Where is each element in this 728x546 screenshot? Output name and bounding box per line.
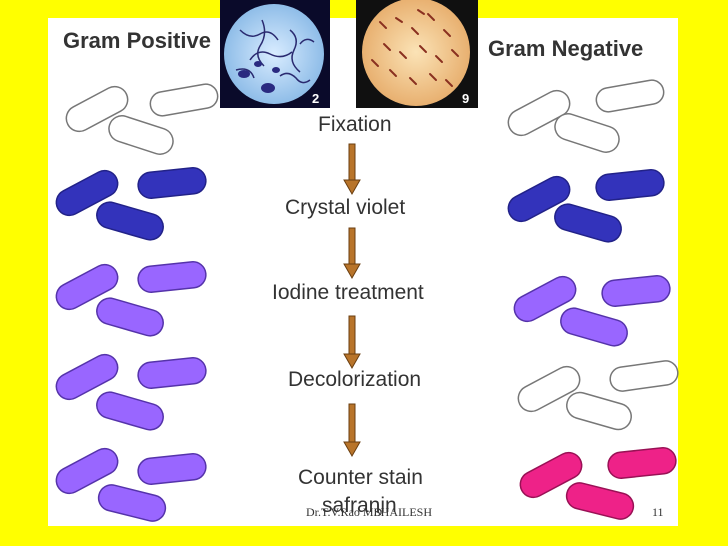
step-safranin: safranin xyxy=(322,494,397,517)
gram-negative-cell-unstained xyxy=(595,79,665,113)
gram-positive-cell-purple xyxy=(55,353,119,401)
down-arrow-icon xyxy=(343,227,361,280)
micrograph-number-2: 2 xyxy=(312,91,319,106)
gram-negative-cell-unstained xyxy=(517,365,581,413)
gram-positive-cell-unstained xyxy=(108,115,174,155)
gram-positive-cell-purple xyxy=(97,484,167,522)
gram-negative-cell-purple xyxy=(513,275,577,323)
gram-negative-cell-purple xyxy=(601,275,671,307)
micrograph-gram-positive: 2 xyxy=(220,0,330,108)
gram-negative-cell-crystal-violet xyxy=(554,203,622,243)
gram-negative-cell-pink xyxy=(565,482,635,520)
micrograph-gram-negative: 9 xyxy=(356,0,478,108)
step-decolorization: Decolorization xyxy=(288,368,422,391)
gram-positive-cell-purple xyxy=(55,263,119,311)
gram-positive-cell-purple xyxy=(137,453,207,485)
gram-negative-cell-crystal-violet xyxy=(595,169,665,201)
gram-negative-cell-purple xyxy=(560,307,628,347)
footer-author-overlay: SHAILESH xyxy=(374,505,433,519)
gram-positive-cell-unstained xyxy=(65,85,129,133)
step-counter-stain: Counter stain xyxy=(298,466,423,489)
down-arrow-icon xyxy=(343,403,361,458)
footer-page-number: 11 xyxy=(652,505,664,519)
gram-positive-cell-purple xyxy=(96,391,164,431)
gram-positive-cell-purple xyxy=(137,357,207,389)
gram-negative-cell-unstained xyxy=(507,89,571,137)
down-arrow-icon xyxy=(343,315,361,370)
gram-positive-cell-purple xyxy=(96,297,164,337)
gram-negative-heading: Gram Negative xyxy=(488,36,644,61)
gram-negative-cell-pink xyxy=(607,447,677,479)
gram-negative-cell-unstained xyxy=(566,391,632,431)
gram-positive-cell-crystal-violet xyxy=(55,169,119,217)
gram-positive-cell-unstained xyxy=(149,83,219,117)
gram-positive-cell-crystal-violet xyxy=(137,167,207,199)
step-crystal-violet: Crystal violet xyxy=(285,196,406,219)
gram-positive-heading: Gram Positive xyxy=(63,28,211,53)
gram-negative-cell-unstained xyxy=(609,360,679,392)
micrograph-number-9: 9 xyxy=(462,91,469,106)
down-arrow-icon xyxy=(343,143,361,196)
gram-positive-cell-purple xyxy=(137,261,207,293)
step-fixation: Fixation xyxy=(318,113,392,136)
gram-negative-cell-crystal-violet xyxy=(507,175,571,223)
gram-positive-cell-crystal-violet xyxy=(96,201,164,241)
gram-positive-cell-purple xyxy=(55,447,119,495)
step-iodine-treatment: Iodine treatment xyxy=(272,281,424,304)
footer-author: Dr.T.V.Rao MD xyxy=(306,505,383,519)
gram-negative-cell-pink xyxy=(519,451,583,499)
gram-negative-cell-unstained xyxy=(554,113,620,153)
